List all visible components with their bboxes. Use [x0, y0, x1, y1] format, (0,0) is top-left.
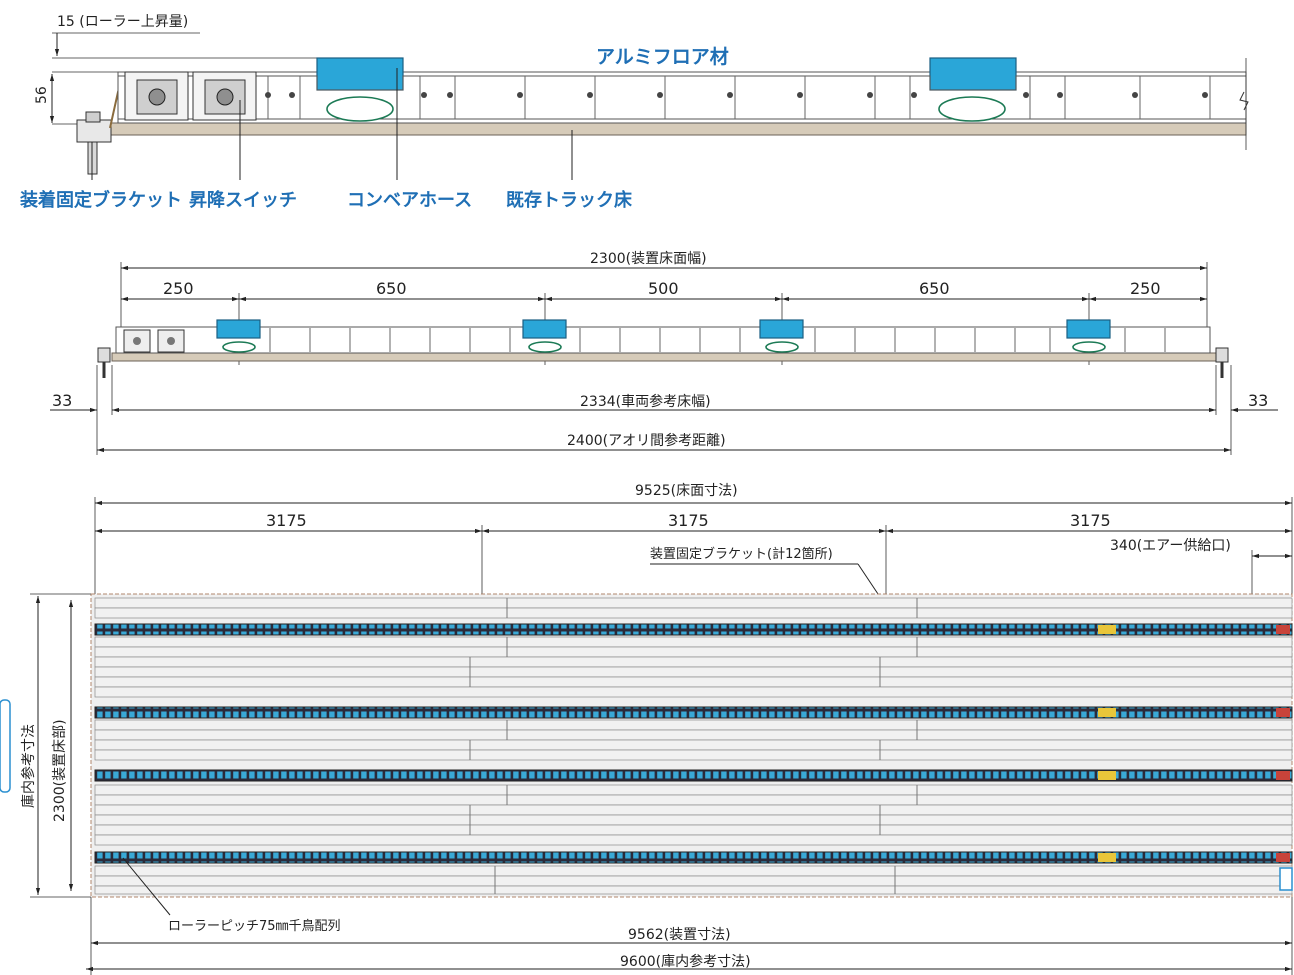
- plan-segment-1: 3175: [266, 511, 307, 530]
- cross-section-drawing: 2300(装置床面幅) 250 650 500 650 250: [50, 251, 1278, 455]
- top-section-drawing: 15 (ローラー上昇量) 56: [20, 14, 1249, 211]
- lift-unit: [929, 57, 1017, 91]
- segment-3-label: 500: [648, 279, 679, 298]
- roller-row-3: [94, 769, 1293, 782]
- lift-unit: [316, 57, 404, 91]
- vehicle-width-label: 2334(車両参考床幅): [580, 393, 711, 410]
- roller-row-2: [94, 706, 1293, 719]
- conveyor-hose: [938, 96, 1006, 122]
- floor-length-label: 9525(床面寸法): [635, 483, 738, 499]
- top-title: アルミフロア材: [596, 45, 729, 68]
- hose-label: コンベアホース: [347, 190, 472, 211]
- segment-4-label: 650: [919, 279, 950, 298]
- switch-label: 昇降スイッチ: [189, 189, 297, 211]
- bracket-label: 装着固定ブラケット: [20, 189, 182, 211]
- segment-5-label: 250: [1130, 279, 1161, 298]
- margin-left-label: 33: [52, 391, 72, 410]
- roller-pitch-label: ローラーピッチ75㎜千鳥配列: [168, 919, 341, 934]
- plan-segment-3: 3175: [1070, 511, 1111, 530]
- plan-view-drawing: 9525(床面寸法) 3175 3175 3175 装置固定ブラケット(計12箇…: [0, 483, 1293, 975]
- margin-right-label: 33: [1248, 391, 1268, 410]
- height-dim-label: 56: [34, 86, 50, 104]
- bracket-note-label: 装置固定ブラケット(計12箇所): [650, 546, 833, 562]
- segment-1-label: 250: [163, 279, 194, 298]
- device-length-label: 9562(装置寸法): [628, 927, 731, 943]
- air-supply-label: 340(エアー供給口): [1110, 538, 1231, 554]
- aori-distance-label: 2400(アオリ間参考距離): [567, 432, 726, 449]
- segment-2-label: 650: [376, 279, 407, 298]
- device-floor-label: 2300(装置床部): [52, 719, 68, 822]
- inner-ref-label: 庫内参考寸法: [20, 724, 37, 808]
- inner-length-label: 9600(庫内参考寸法): [620, 953, 751, 970]
- roller-row-1: [94, 623, 1293, 636]
- total-width-label: 2300(装置床面幅): [590, 251, 707, 267]
- plan-segment-2: 3175: [668, 511, 709, 530]
- vehicle-floor: [111, 352, 1219, 362]
- conveyor-hose: [326, 96, 394, 122]
- track-floor: [107, 122, 1247, 136]
- roller-rise-label: 15 (ローラー上昇量): [57, 14, 188, 30]
- floor-label: 既存トラック床: [506, 189, 633, 211]
- roller-row-4: [94, 851, 1293, 864]
